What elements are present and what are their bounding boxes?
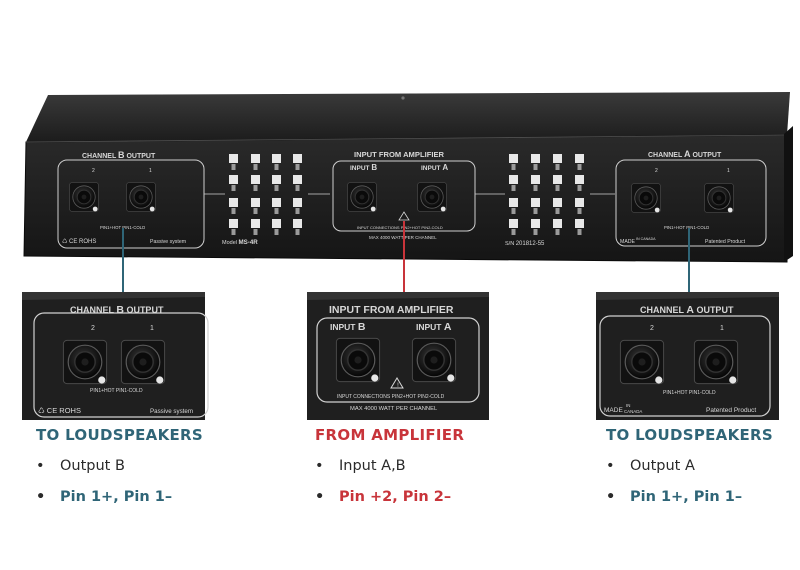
zoom-channel-a: CHANNEL A OUTPUT 2 1 PIN1+HOT PIN1-COLD … [596,292,779,420]
caption-input: FROM AMPLIFIER •Input A,B •Pin +2, Pin 2… [315,426,464,505]
svg-text:!: ! [397,383,399,389]
svg-text:INPUT CONNECTIONS PIN2+HOT PIN: INPUT CONNECTIONS PIN2+HOT PIN2-COLD [357,225,443,230]
svg-text:Model MS-4R: Model MS-4R [222,239,258,246]
svg-text:Patented Product: Patented Product [705,239,746,245]
caption-heading: TO LOUDSPEAKERS [606,426,773,444]
top-terminal-block-left: Model MS-4R [204,154,330,246]
svg-text:PIN1+HOT PIN1-COLD: PIN1+HOT PIN1-COLD [90,388,143,394]
caption-output-a: TO LOUDSPEAKERS •Output A •Pin 1+, Pin 1… [606,426,773,505]
caption-bullet: •Input A,B [315,458,406,474]
svg-text:PIN1+HOT PIN1-COLD: PIN1+HOT PIN1-COLD [664,225,709,230]
svg-text:♺ CE ROHS: ♺ CE ROHS [62,238,96,245]
svg-text:1: 1 [720,325,724,332]
zoom-chb-title: CHANNEL B OUTPUT [70,304,164,316]
svg-text:2: 2 [91,325,95,332]
top-channel-a-panel: CHANNEL A OUTPUT 2 1 PIN1+HOT PIN1-COLD … [615,149,767,247]
caption-bullet-text: Input A,B [339,458,406,474]
zoom-input: INPUT FROM AMPLIFIER INPUT B INPUT A ! I… [307,292,489,420]
caption-heading: FROM AMPLIFIER [315,426,465,444]
caption-bullet: •Pin +2, Pin 2– [315,489,452,505]
svg-text:INPUT A: INPUT A [416,321,452,333]
caption-bullet-text: Output A [630,458,695,474]
top-terminal-block-right: S/N 201812-55 [475,154,615,247]
caption-bullet-text: Pin 1+, Pin 1– [60,489,173,505]
svg-text:Passive system: Passive system [150,408,193,415]
svg-text:♺ CE ROHS: ♺ CE ROHS [38,406,81,415]
svg-text:CHANNEL A OUTPUT: CHANNEL A OUTPUT [648,149,722,159]
top-chb-title: CHANNEL B OUTPUT [82,150,156,160]
svg-text:IN: IN [626,403,630,408]
top-channel-b-panel: CHANNEL B OUTPUT 2 1 PIN1+HOT PIN1-COLD … [57,150,205,249]
svg-text:1: 1 [150,325,154,332]
svg-text:MADE: MADE [620,239,636,245]
svg-text:MAX 4000 WATT PER CHANNEL: MAX 4000 WATT PER CHANNEL [350,406,438,412]
svg-text:IN CANADA: IN CANADA [636,237,656,241]
caption-bullet: •Output A [606,458,695,474]
svg-text:CANADA: CANADA [624,409,642,414]
caption-heading: TO LOUDSPEAKERS [36,426,203,444]
svg-text:1: 1 [727,168,730,174]
svg-text:INPUT B: INPUT B [330,321,366,333]
svg-text:2: 2 [655,168,658,174]
svg-text:INPUT A: INPUT A [421,163,448,172]
svg-text:Passive system: Passive system [150,239,186,245]
svg-text:INPUT B: INPUT B [350,163,377,172]
caption-bullet: •Pin 1+, Pin 1– [36,489,173,505]
svg-text:CHANNEL A OUTPUT: CHANNEL A OUTPUT [640,304,734,316]
caption-bullet: •Pin 1+, Pin 1– [606,489,743,505]
caption-bullet-text: Pin 1+, Pin 1– [630,489,743,505]
caption-bullet-text: Pin +2, Pin 2– [339,489,452,505]
svg-text:Patented Product: Patented Product [706,407,756,414]
svg-text:INPUT CONNECTIONS PIN2+HOT PIN: INPUT CONNECTIONS PIN2+HOT PIN2-COLD [337,394,445,400]
svg-text:2: 2 [92,168,95,174]
svg-text:1: 1 [149,168,152,174]
caption-bullet: •Output B [36,458,125,474]
caption-bullet-text: Output B [60,458,125,474]
svg-text:PIN1+HOT PIN1-COLD: PIN1+HOT PIN1-COLD [663,390,716,396]
svg-text:2: 2 [650,325,654,332]
svg-text:PIN1+HOT PIN1-COLD: PIN1+HOT PIN1-COLD [100,225,145,230]
rack-chassis [23,92,793,263]
svg-text:MADE: MADE [604,407,623,414]
svg-text:S/N 201812-55: S/N 201812-55 [505,241,545,247]
caption-output-b: TO LOUDSPEAKERS •Output B •Pin 1+, Pin 1… [36,426,203,505]
svg-text:INPUT FROM AMPLIFIER: INPUT FROM AMPLIFIER [329,304,454,316]
zoom-channel-b: CHANNEL B OUTPUT 2 1 PIN1+HOT PIN1-COLD … [22,292,209,420]
svg-text:INPUT FROM AMPLIFIER: INPUT FROM AMPLIFIER [354,150,445,159]
